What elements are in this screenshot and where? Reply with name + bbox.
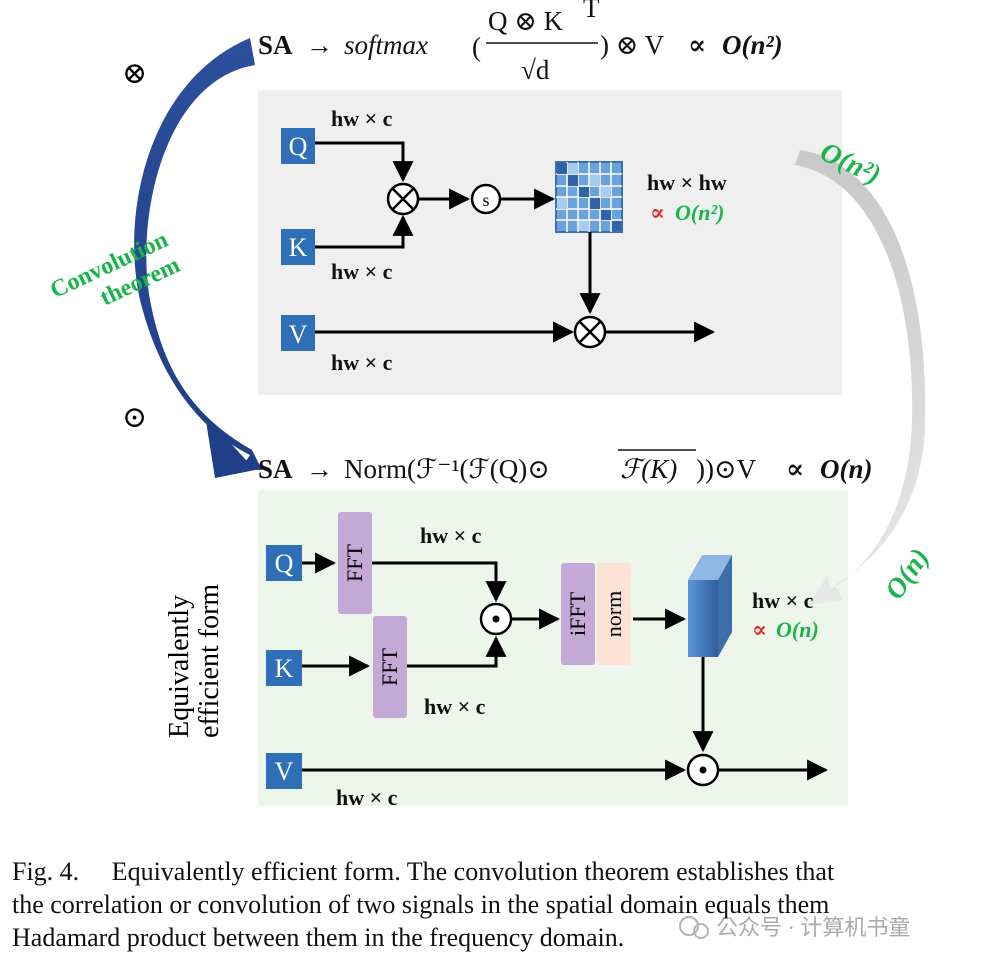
formula-bottom-tail: ))⊙V xyxy=(696,454,757,484)
formula-bottom-propto: ∝ xyxy=(786,454,804,484)
out-dim: hw × c xyxy=(752,588,814,613)
formula-top: SA → softmax ( Q ⊗ K T √d ) ⊗ V ∝ O(n²) xyxy=(258,0,783,85)
formula-top-numerator: Q ⊗ K xyxy=(488,6,564,36)
top-panel xyxy=(258,90,842,395)
formula-top-denominator: √d xyxy=(521,55,550,85)
efficient-form-label: Equivalently efficient form xyxy=(164,584,225,738)
fft-q-box xyxy=(338,512,372,614)
bottom-v-label: V xyxy=(275,757,294,786)
bottom-q-label: Q xyxy=(275,549,294,578)
bottom-dim-k: hw × c xyxy=(424,694,486,719)
caption: Fig. 4. Equivalently efficient form. The… xyxy=(12,857,835,952)
caption-line1: Fig. 4. Equivalently efficient form. The… xyxy=(12,857,835,886)
formula-bottom-sa: SA xyxy=(258,454,293,484)
top-dim-k: hw × c xyxy=(331,259,393,284)
convolution-theorem-arrow xyxy=(134,38,262,470)
caption-line2: the correlation or convolution of two si… xyxy=(12,890,829,919)
top-q-label: Q xyxy=(289,132,308,161)
caption-line3: Hadamard product between them in the fre… xyxy=(12,923,624,952)
formula-bottom-arrow: → xyxy=(306,454,333,484)
bottom-q-box xyxy=(266,545,302,581)
convolution-theorem-arrowhead xyxy=(205,415,255,478)
top-dim-v: hw × c xyxy=(331,350,393,375)
out-complexity: O(n) xyxy=(776,617,819,642)
fft-q-label: FFT xyxy=(342,543,367,581)
side-label-line1: Equivalently xyxy=(164,595,195,738)
otimes-symbol: ⊗ xyxy=(122,57,147,90)
formula-top-complexity: O(n²) xyxy=(722,30,783,60)
ifft-box xyxy=(561,563,595,665)
formula-top-softmax: softmax xyxy=(344,30,428,60)
odot-symbol: ⊙ xyxy=(122,401,147,434)
formula-bottom: SA → Norm(ℱ⁻¹(ℱ(Q)⊙ ℱ(K) ))⊙V ∝ O(n) xyxy=(258,449,873,484)
attn-propto: ∝ xyxy=(650,200,665,225)
fft-k-to-hadamard-arrow xyxy=(407,635,507,668)
formula-top-sa: SA xyxy=(258,30,293,60)
bottom-v-box xyxy=(266,753,302,789)
formula-bottom-overline-part: ℱ(K) xyxy=(620,454,677,484)
top-v-label: V xyxy=(289,320,308,349)
attention-map xyxy=(555,161,623,233)
right-bottom-complexity: O(n) xyxy=(879,543,936,605)
formula-top-tail: ) ⊗ V xyxy=(600,30,665,60)
attn-dim: hw × hw xyxy=(647,170,727,195)
formula-top-propto: ∝ xyxy=(688,30,706,60)
watermark: 公众号 · 计算机书童 xyxy=(679,915,910,940)
top-q-arrow xyxy=(315,141,414,183)
top-k-box xyxy=(281,229,315,265)
bottom-k-box xyxy=(266,650,302,686)
top-k-arrow xyxy=(315,214,414,249)
convolution-theorem-label: Convolution theorem xyxy=(46,227,184,312)
bottom-dim-q: hw × c xyxy=(420,523,482,548)
formula-bottom-complexity: O(n) xyxy=(820,454,873,484)
out-propto: ∝ xyxy=(752,617,767,642)
fft-q-to-hadamard-arrow xyxy=(372,561,507,603)
norm-box xyxy=(597,563,631,665)
bottom-dim-v: hw × c xyxy=(336,785,398,810)
complexity-reduction-arrow xyxy=(795,150,926,605)
formula-top-numerator-sup: T xyxy=(583,0,600,23)
top-k-label: K xyxy=(289,233,308,262)
attn-complexity: O(n²) xyxy=(675,200,724,225)
fft-k-label: FFT xyxy=(377,647,402,685)
top-softmax-s: s xyxy=(482,190,489,210)
formula-bottom-body: Norm(ℱ⁻¹(ℱ(Q)⊙ xyxy=(344,454,550,484)
formula-top-open-paren: ( xyxy=(472,32,481,62)
top-q-box xyxy=(281,128,315,164)
wechat-icon xyxy=(679,916,699,936)
watermark-text: 公众号 · 计算机书童 xyxy=(716,915,910,940)
side-label-line2: efficient form xyxy=(194,584,225,738)
formula-top-arrow: → xyxy=(306,30,333,60)
top-v-box xyxy=(281,315,315,351)
top-dim-q: hw × c xyxy=(331,106,393,131)
ifft-label: iFFT xyxy=(565,591,590,636)
fft-k-box xyxy=(373,616,407,718)
norm-label: norm xyxy=(601,591,626,637)
output-feature-block xyxy=(688,555,732,657)
bottom-k-label: K xyxy=(275,654,294,683)
